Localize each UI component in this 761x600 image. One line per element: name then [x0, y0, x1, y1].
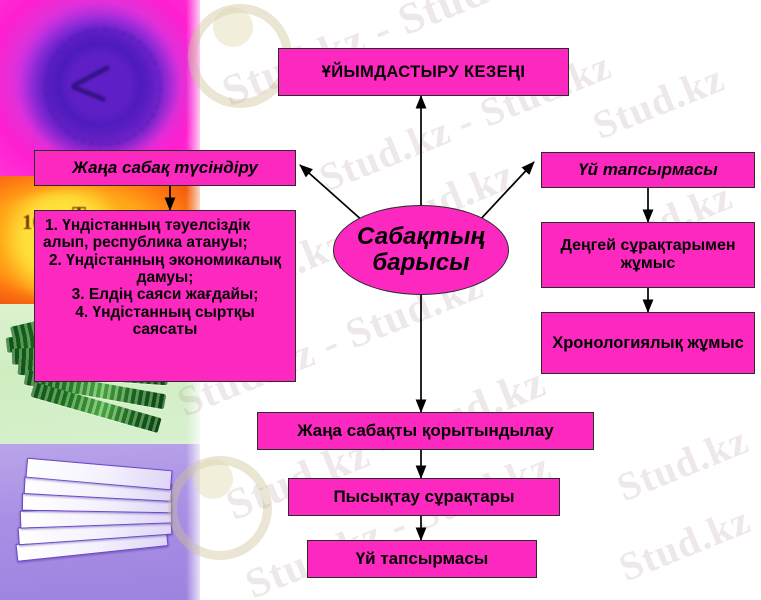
list-item: 1. Үндістанның тәуелсіздік алып, республ…: [43, 217, 251, 252]
node-organizing-stage[interactable]: ҰЙЫМДАСТЫРУ КЕЗЕҢІ: [278, 48, 569, 96]
node-level-questions-work[interactable]: Деңгей сұрақтарымен жұмыс: [541, 222, 755, 288]
node-label: Сабақтың барысы: [357, 222, 485, 276]
node-label: Үй тапсырмасы: [578, 160, 718, 180]
node-label: Жаңа сабақты қорытындылау: [297, 421, 554, 441]
node-lesson-summary[interactable]: Жаңа сабақты қорытындылау: [257, 412, 594, 450]
purple-paper-stack-photo: [0, 444, 200, 600]
node-chronological-work[interactable]: Хронологиялық жұмыс: [541, 312, 755, 374]
edge-center-to-homework-top: [477, 161, 535, 223]
node-label: Пысықтау сұрақтары: [333, 487, 515, 507]
node-new-lesson-explanation[interactable]: Жаңа сабақ түсіндіру: [34, 150, 296, 186]
node-homework-top[interactable]: Үй тапсырмасы: [541, 152, 755, 188]
node-label: ҰЙЫМДАСТЫРУ КЕЗЕҢІ: [321, 62, 526, 81]
purple-clock-photo: [0, 0, 200, 176]
node-review-questions[interactable]: Пысықтау сұрақтары: [288, 478, 560, 516]
edge-center-to-newlesson: [299, 164, 365, 223]
node-homework-bottom[interactable]: Үй тапсырмасы: [307, 540, 537, 578]
list-item: 3. Елдің саяси жағдайы;: [71, 286, 259, 304]
node-label: Жаңа сабақ түсіндіру: [72, 158, 258, 178]
node-lesson-points-list[interactable]: 1. Үндістанның тәуелсіздік алып, республ…: [34, 210, 296, 382]
node-lesson-progress-center[interactable]: Сабақтың барысы: [333, 205, 509, 295]
list-item: 2. Үндістанның экономикалық дамуы;: [48, 251, 282, 287]
node-label: Үй тапсырмасы: [355, 549, 489, 569]
node-label: Хронологиялық жұмыс: [552, 333, 744, 352]
list-item: 4. Үндістанның сыртқы саясаты: [75, 303, 255, 339]
node-label: Деңгей сұрақтарымен жұмыс: [560, 237, 736, 272]
